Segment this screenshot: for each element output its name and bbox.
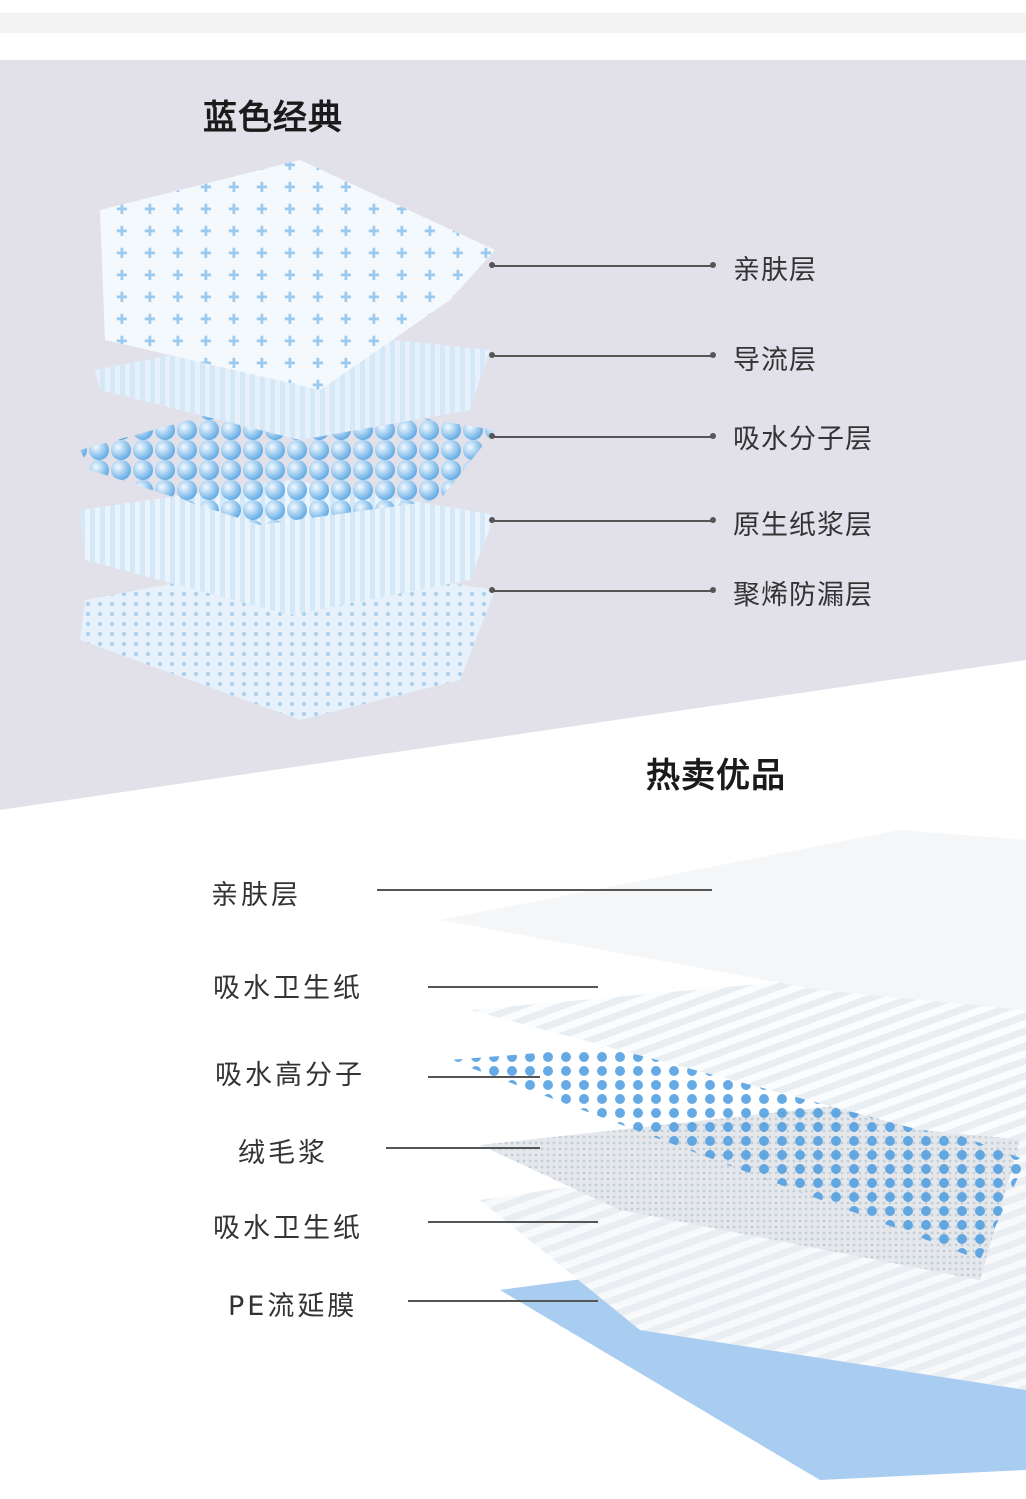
section2-title: 热卖优品 — [646, 756, 786, 796]
layer-label: 吸水卫生纸 — [213, 1213, 363, 1244]
layer-label: 亲肤层 — [733, 255, 817, 286]
callout-line — [408, 1300, 598, 1302]
callout-line — [494, 520, 714, 522]
layer-label: PE流延膜 — [228, 1291, 358, 1322]
layer-stack-1 — [80, 160, 495, 720]
callout-dot — [710, 587, 716, 593]
layer-label: 原生纸浆层 — [733, 510, 873, 541]
layer-label: 绒毛浆 — [238, 1138, 328, 1169]
callout-dot — [489, 517, 495, 523]
callout-line — [428, 986, 598, 988]
layer-label: 吸水卫生纸 — [213, 973, 363, 1004]
callout-dot — [489, 262, 495, 268]
callout-dot — [489, 433, 495, 439]
callout-line — [494, 590, 714, 592]
callout-line — [386, 1147, 540, 1149]
layer-label: 亲肤层 — [211, 880, 301, 911]
callout-line — [494, 265, 714, 267]
callout-line — [428, 1221, 598, 1223]
callout-line — [428, 1076, 540, 1078]
top-divider-band — [0, 13, 1026, 33]
callout-dot — [710, 433, 716, 439]
layer-stack-2 — [440, 830, 1026, 1480]
layer-label: 聚烯防漏层 — [733, 580, 873, 611]
section1-title: 蓝色经典 — [203, 98, 343, 138]
callout-dot — [710, 262, 716, 268]
callout-dot — [489, 587, 495, 593]
layer-label: 导流层 — [733, 345, 817, 376]
callout-line — [494, 355, 714, 357]
callout-dot — [710, 517, 716, 523]
callout-dot — [710, 352, 716, 358]
callout-dot — [489, 352, 495, 358]
layer-label: 吸水高分子 — [215, 1060, 365, 1091]
layer-label: 吸水分子层 — [733, 424, 873, 455]
callout-line — [494, 436, 714, 438]
callout-line — [377, 889, 712, 891]
